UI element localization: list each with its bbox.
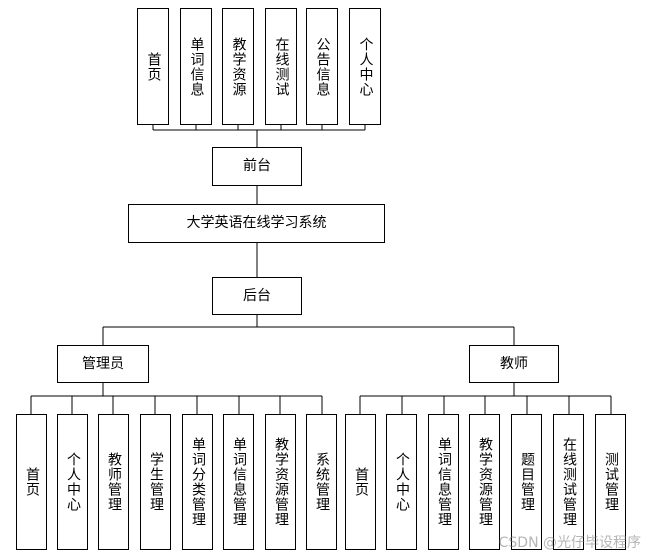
admin-item-system-management: 系统管理 bbox=[306, 414, 337, 550]
teacher-item-question-management: 题目管理 bbox=[511, 414, 542, 550]
teacher-item-word-info-management: 单词信息管理 bbox=[428, 414, 459, 550]
watermark: CSDN @光仔毕设程序 bbox=[498, 535, 641, 551]
front-item-word-info: 单词信息 bbox=[180, 8, 212, 125]
front-item-profile: 个人中心 bbox=[349, 8, 381, 125]
backend-node: 后台 bbox=[212, 277, 302, 315]
admin-item-profile: 个人中心 bbox=[57, 414, 88, 550]
teacher-item-profile: 个人中心 bbox=[386, 414, 417, 550]
admin-item-student-management: 学生管理 bbox=[140, 414, 171, 550]
admin-item-teaching-resource-management: 教学资源管理 bbox=[265, 414, 296, 550]
admin-item-teacher-management: 教师管理 bbox=[98, 414, 129, 550]
teacher-item-teaching-resource-management: 教学资源管理 bbox=[469, 414, 500, 550]
root-system-node: 大学英语在线学习系统 bbox=[128, 204, 385, 243]
admin-node: 管理员 bbox=[57, 345, 149, 383]
front-item-announcements: 公告信息 bbox=[306, 8, 338, 125]
front-item-teaching-resources: 教学资源 bbox=[222, 8, 254, 125]
front-item-online-test: 在线测试 bbox=[265, 8, 297, 125]
teacher-node: 教师 bbox=[469, 345, 559, 383]
teacher-item-online-test-management: 在线测试管理 bbox=[553, 414, 584, 550]
teacher-item-test-management: 测试管理 bbox=[595, 414, 626, 550]
frontend-node: 前台 bbox=[212, 147, 302, 186]
admin-item-word-category-management: 单词分类管理 bbox=[182, 414, 213, 550]
front-item-home: 首页 bbox=[137, 8, 169, 125]
teacher-item-home: 首页 bbox=[345, 414, 376, 550]
admin-item-home: 首页 bbox=[16, 414, 47, 550]
admin-item-word-info-management: 单词信息管理 bbox=[223, 414, 254, 550]
